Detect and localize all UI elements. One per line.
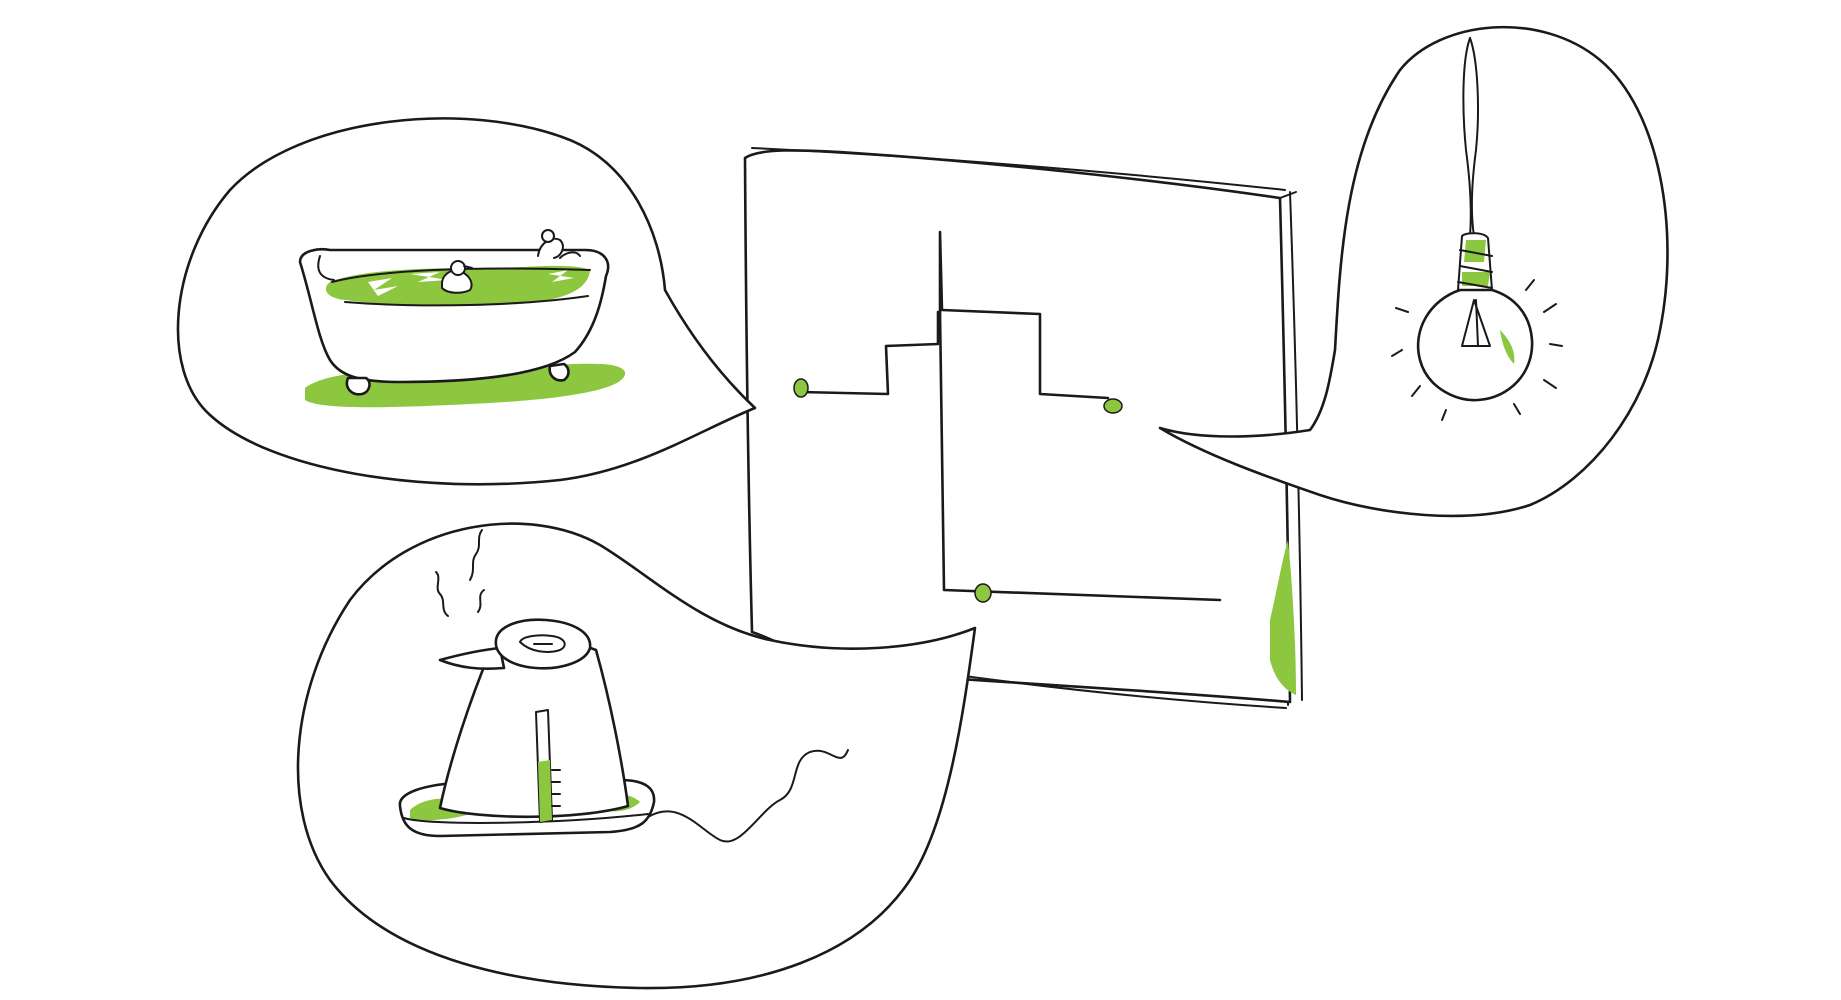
terminal-bath bbox=[793, 378, 809, 398]
speech-bubble bbox=[296, 522, 977, 990]
board-face bbox=[743, 149, 1292, 704]
bubble-bathtub bbox=[176, 117, 757, 486]
kettle-icon bbox=[398, 529, 849, 843]
terminal-kettle bbox=[974, 583, 992, 603]
light-bulb-icon bbox=[1391, 37, 1563, 421]
steam-icon bbox=[469, 529, 483, 581]
bubble-light-bulb bbox=[1158, 25, 1669, 518]
speech-bubble bbox=[1158, 25, 1669, 518]
bathtub-icon bbox=[298, 229, 610, 396]
board-edge-stain bbox=[1270, 540, 1296, 695]
circuit-board bbox=[743, 147, 1303, 709]
bubble-kettle bbox=[296, 522, 977, 990]
rubber-duck-icon bbox=[441, 260, 473, 294]
terminal-bulb bbox=[1103, 398, 1123, 414]
faucet-icon bbox=[537, 229, 581, 259]
